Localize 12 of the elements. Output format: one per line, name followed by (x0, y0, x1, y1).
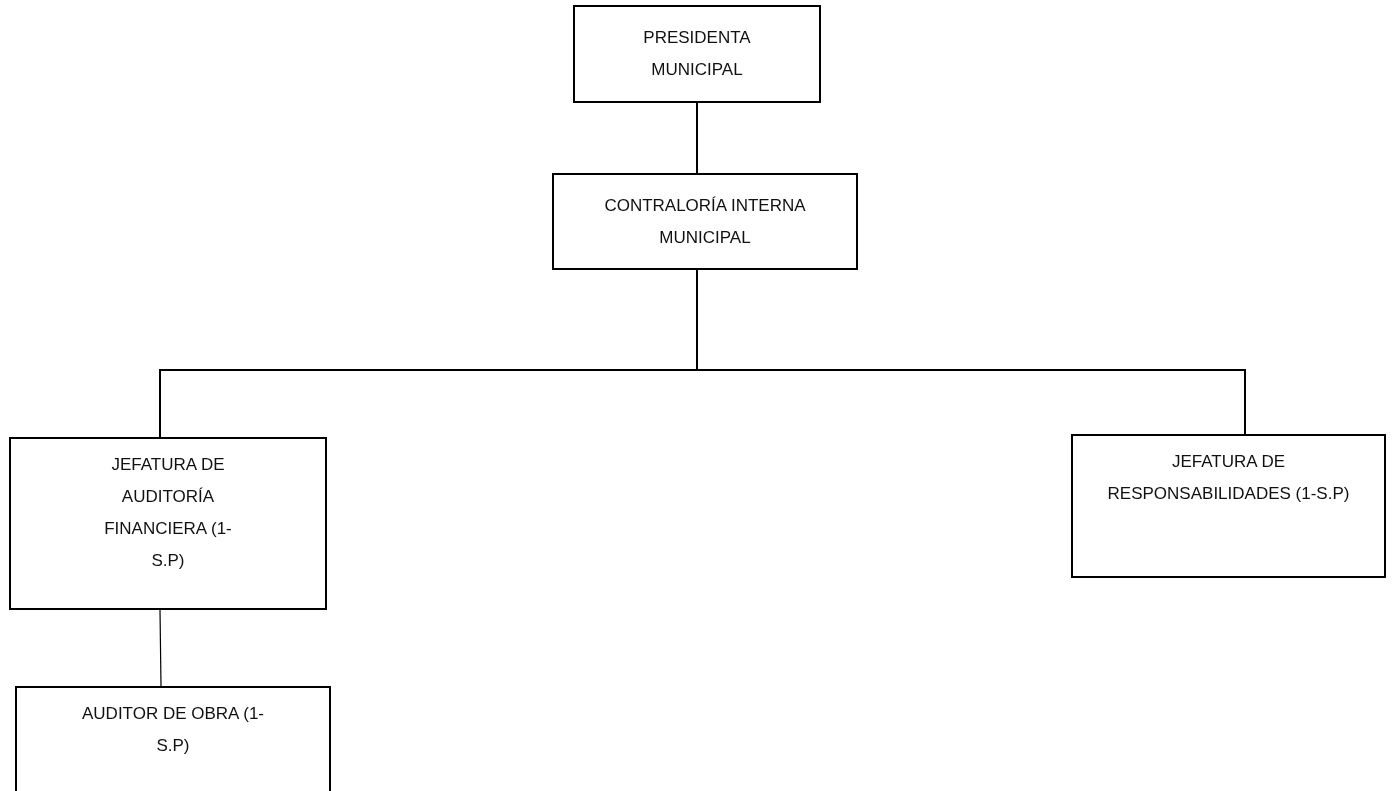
connector-line (696, 102, 698, 174)
org-box (15, 686, 331, 791)
position-title: JEFATURA DE RESPONSABILIDADES (1-S.P) (1106, 451, 1351, 505)
position-title: JEFATURA DE AUDITORÍA FINANCIERA (1-S.P) (103, 454, 233, 572)
org-box (9, 437, 327, 610)
org-box (1071, 434, 1386, 578)
position-title: CONTRALORÍA INTERNA MUNICIPAL (603, 194, 807, 249)
org-box (552, 173, 858, 270)
position-title: PRESIDENTA MUNICIPAL (642, 27, 752, 81)
position-title: AUDITOR DE OBRA (1-S.P) (81, 703, 265, 757)
org-box (573, 5, 821, 103)
connector-line (159, 609, 162, 687)
